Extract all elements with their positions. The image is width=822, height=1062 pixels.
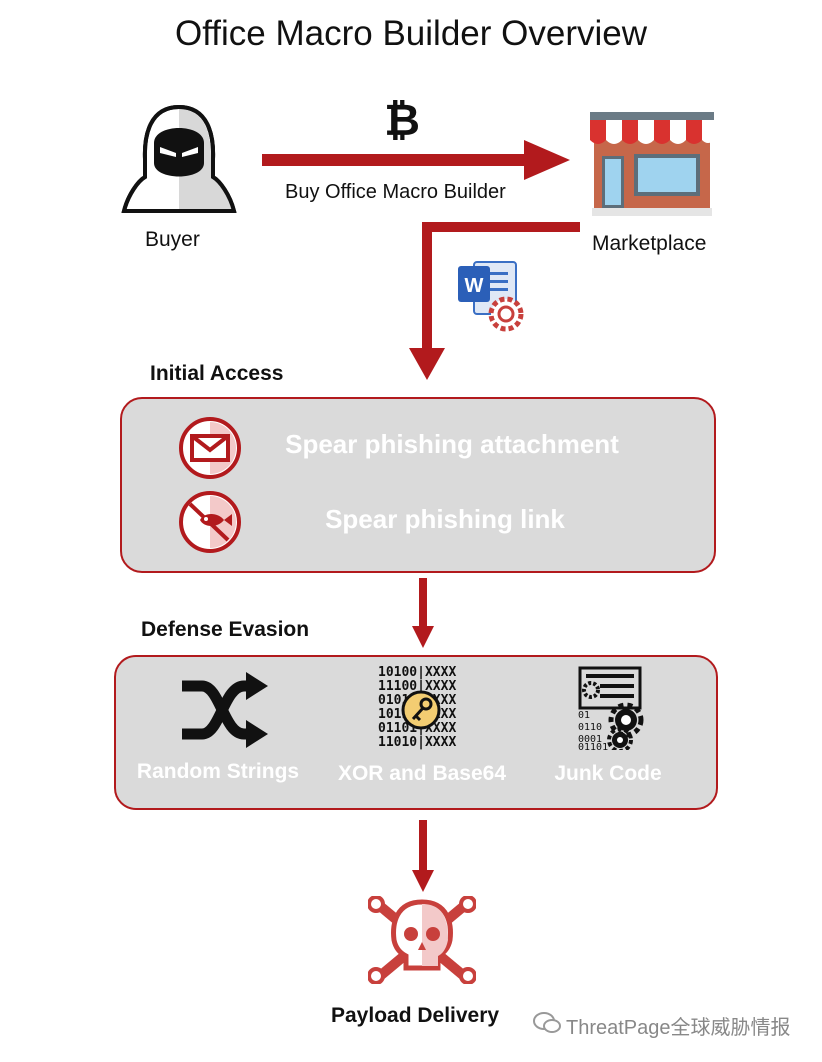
svg-text:01101: 01101 [578,742,608,750]
xor-base64-label: XOR and Base64 [337,762,507,785]
shop-icon [590,112,714,216]
svg-text:10100|XXXX: 10100|XXXX [378,665,456,680]
spear-phishing-attachment-label: Spear phishing attachment [285,429,619,459]
bitcoin-icon: ₿ [384,96,420,145]
skull-crossbones-icon [368,896,476,984]
marketplace-label: Marketplace [592,232,707,255]
purchase-label: Buy Office Macro Builder [285,181,506,203]
buyer-label: Buyer [145,228,200,251]
svg-text:01: 01 [578,710,590,721]
defense-evasion-heading: Defense Evasion [141,618,310,641]
hooded-hacker-icon [121,104,237,213]
code-gears-icon: 01 0110 0001 01101 [578,666,644,750]
envelope-icon [179,417,241,479]
flow-arrow-2 [412,820,434,892]
watermark-text: ThreatPage全球威胁情报 [566,1017,791,1039]
chat-bubble-icon [533,1012,561,1033]
spear-phishing-link-label: Spear phishing link [325,504,565,534]
svg-text:0110: 0110 [578,722,602,733]
flow-arrow-1 [412,578,434,648]
diagram-title: Office Macro Builder Overview [174,14,647,53]
word-document-icon: W [458,261,524,332]
binary-key-icon: 10100|XXXX 11100|XXXX 01010|XXXX 10110|X… [378,665,456,750]
svg-text:11010|XXXX: 11010|XXXX [378,735,456,750]
svg-text:11100|XXXX: 11100|XXXX [378,679,456,694]
junk-code-label: Junk Code [554,762,662,785]
payload-delivery-label: Payload Delivery [331,1004,500,1027]
svg-text:W: W [465,275,484,297]
shuffle-icon [182,672,268,748]
fishing-hook-icon [179,491,241,553]
delivery-arrow [409,222,580,380]
svg-text:0001: 0001 [578,734,602,745]
random-strings-label: Random Strings [136,760,300,783]
purchase-arrow [262,140,570,180]
initial-access-heading: Initial Access [150,362,284,385]
